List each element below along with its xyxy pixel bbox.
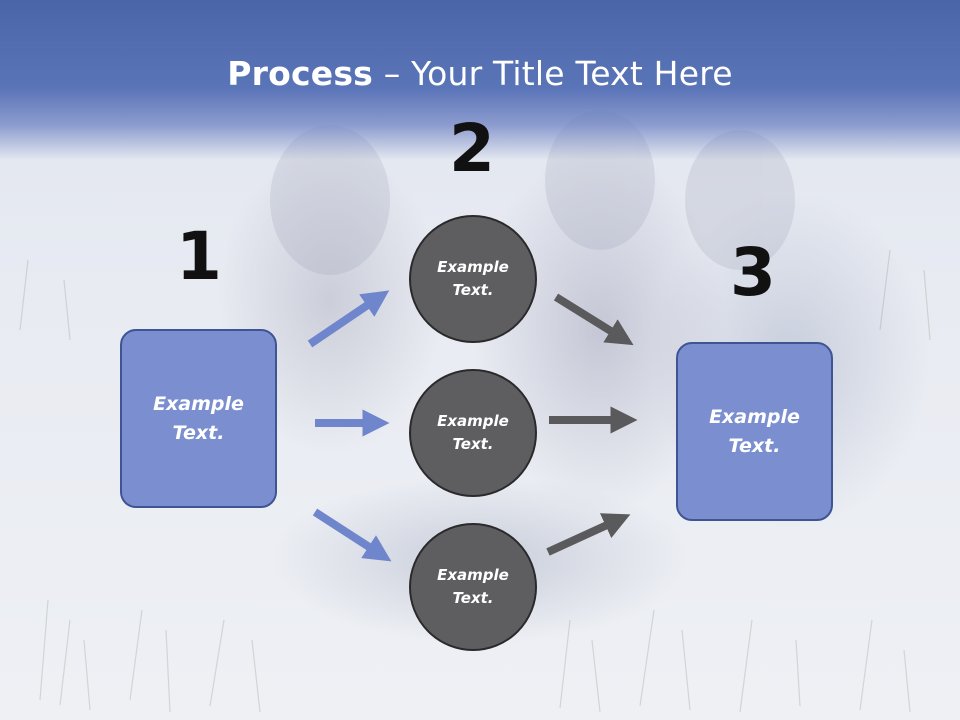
end-box-text: Example Text. <box>709 405 800 457</box>
circle-bottom-text: Example Text. <box>437 566 509 607</box>
title-band <box>0 0 960 160</box>
page-title-rest: – Your Title Text Here <box>373 54 733 93</box>
circle-top: Example Text. <box>409 215 537 343</box>
circle-middle: Example Text. <box>409 369 537 497</box>
step-number-2: 2 <box>449 110 495 187</box>
step-number-1: 1 <box>176 218 222 295</box>
circle-middle-text: Example Text. <box>437 412 509 453</box>
step-number-3: 3 <box>730 234 776 311</box>
circle-top-text: Example Text. <box>437 258 509 299</box>
page-title-bold: Process <box>227 54 374 93</box>
start-box: Example Text. <box>120 329 277 508</box>
start-box-text: Example Text. <box>153 392 244 444</box>
end-box: Example Text. <box>676 342 833 521</box>
page-title: Process – Your Title Text Here <box>0 52 960 96</box>
circle-bottom: Example Text. <box>409 523 537 651</box>
